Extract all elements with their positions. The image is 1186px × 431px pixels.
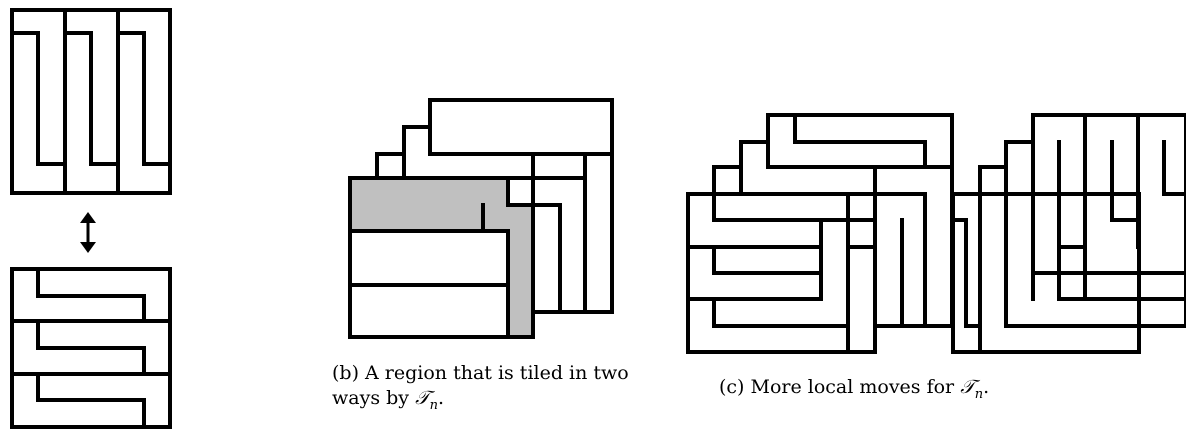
caption-c: (c) More local moves for 𝒯n. (719, 375, 1119, 407)
shaded-tile-b (350, 178, 533, 337)
caption-c-end: . (983, 376, 990, 398)
caption-c-math: 𝒯 (960, 376, 975, 398)
tiling-c-left (686, 113, 954, 354)
caption-b: (b) A region that is tiled in two ways b… (332, 361, 662, 418)
caption-b-end: . (438, 387, 445, 409)
caption-c-sub: n (974, 386, 984, 402)
caption-b-text: (b) A region that is tiled in two ways b… (332, 362, 629, 409)
tiling-c-right (951, 113, 1186, 354)
caption-b-sub: n (429, 397, 438, 413)
caption-b-math: 𝒯 (415, 387, 430, 409)
tiling-b (348, 98, 614, 339)
tiling-a-top (10, 8, 172, 195)
double-arrow-icon (80, 212, 96, 253)
tiling-a-bottom (10, 267, 172, 429)
caption-c-text: (c) More local moves for (719, 376, 961, 398)
